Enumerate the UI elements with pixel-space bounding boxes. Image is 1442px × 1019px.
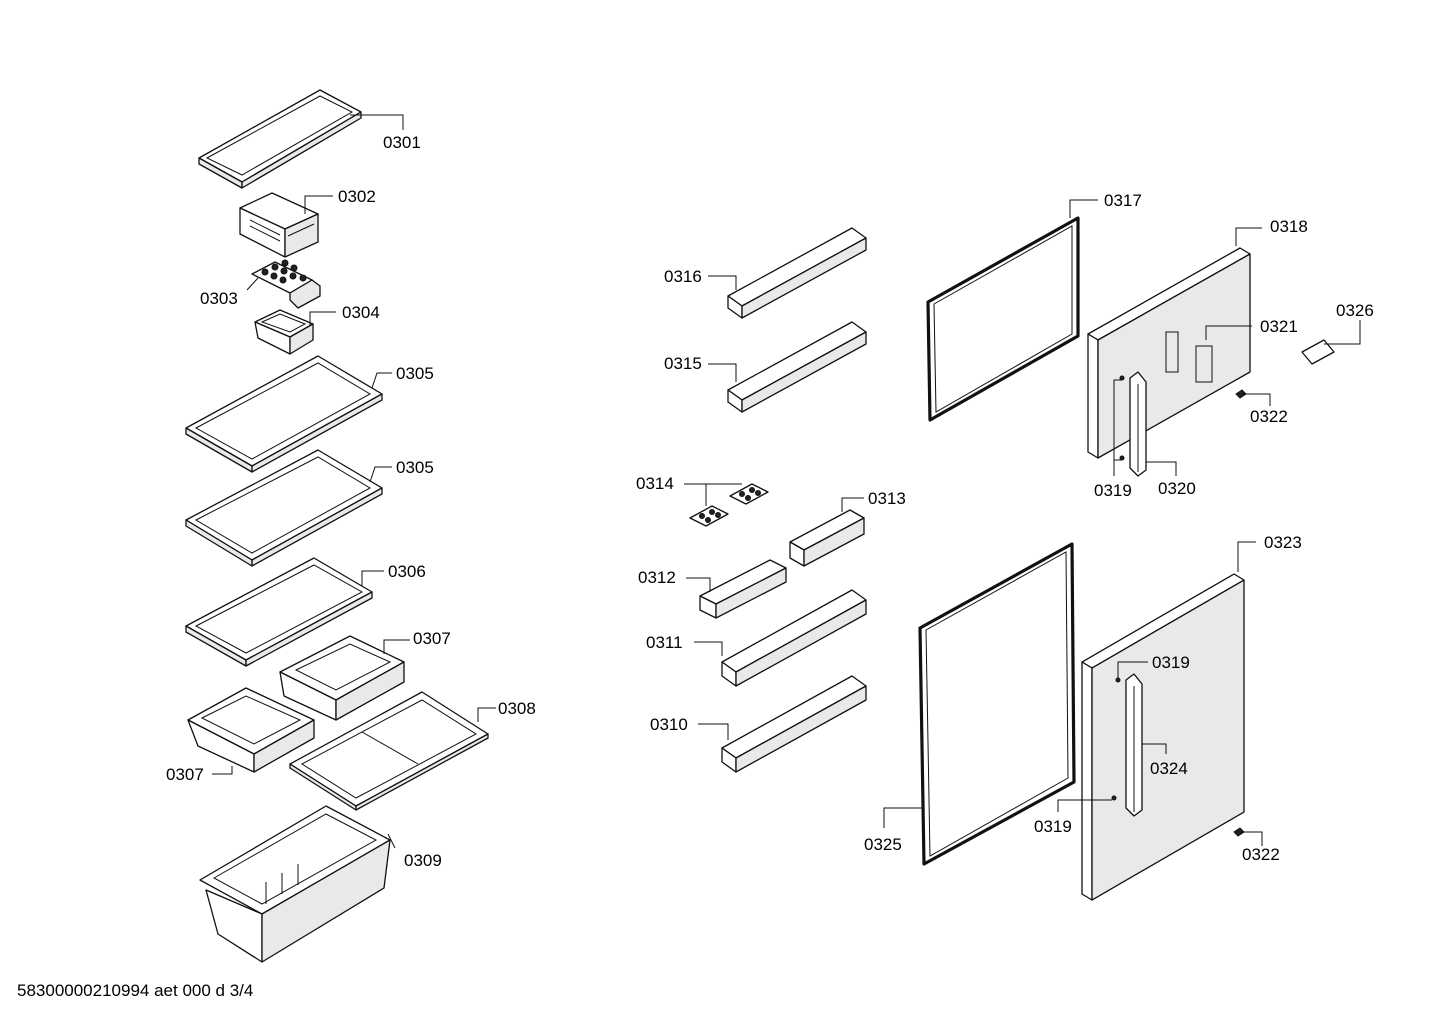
label-0326: 0326: [1336, 301, 1374, 320]
callout-0312: 0312: [638, 568, 711, 592]
label-0314: 0314: [636, 474, 674, 493]
callout-0319-lower-bottom: 0319: [1034, 799, 1112, 836]
part-0320-upper-handle: [1129, 371, 1147, 477]
callout-0309: 0309: [387, 833, 442, 870]
callout-0319-lower-top: 0319: [1117, 653, 1190, 678]
part-0302-box: [239, 192, 319, 258]
part-0313-small-bin: [789, 509, 865, 567]
part-0306-shelf: [185, 557, 373, 667]
callout-0318: 0318: [1235, 217, 1308, 246]
callout-0308: 0308: [477, 699, 536, 722]
callout-0321: 0321: [1205, 317, 1298, 340]
label-0324: 0324: [1150, 759, 1188, 778]
part-0305-shelf-upper: [185, 355, 383, 473]
callout-0322-upper: 0322: [1242, 393, 1288, 426]
callout-0307-right: 0307: [383, 629, 451, 654]
label-0304: 0304: [342, 303, 380, 322]
label-0306: 0306: [388, 562, 426, 581]
label-0303: 0303: [200, 289, 238, 308]
callout-0310: 0310: [650, 715, 729, 740]
callout-0314: 0314: [636, 474, 742, 506]
callout-0306: 0306: [361, 562, 426, 586]
callout-0316: 0316: [664, 267, 737, 290]
label-0318: 0318: [1270, 217, 1308, 236]
callout-0317: 0317: [1069, 191, 1142, 218]
part-0324-lower-handle: [1125, 673, 1143, 817]
callout-0307-left: 0307: [166, 765, 233, 784]
callout-0301: 0301: [350, 114, 421, 152]
label-0321: 0321: [1260, 317, 1298, 336]
label-0301: 0301: [383, 133, 421, 152]
label-0302: 0302: [338, 187, 376, 206]
label-0307-right: 0307: [413, 629, 451, 648]
part-0325-lower-door-gasket: [918, 542, 1076, 866]
callout-0302: 0302: [304, 187, 376, 214]
label-0311: 0311: [646, 633, 683, 652]
part-0307-drawer-right: [279, 635, 405, 721]
label-0316: 0316: [664, 267, 702, 286]
part-0301-glass-shelf: [198, 89, 362, 189]
part-0305-shelf-lower: [185, 449, 383, 567]
label-0307-left: 0307: [166, 765, 204, 784]
callout-0324: 0324: [1142, 743, 1188, 778]
callout-0325: 0325: [864, 807, 922, 854]
callout-0305-lower: 0305: [369, 458, 434, 483]
part-0314-egg-holders: [689, 483, 769, 527]
label-0310: 0310: [650, 715, 688, 734]
label-0308: 0308: [498, 699, 536, 718]
part-0304-small-tray: [254, 309, 314, 355]
part-0326-plate: [1301, 339, 1335, 365]
label-0325: 0325: [864, 835, 902, 854]
label-0320: 0320: [1158, 479, 1196, 498]
label-0322-lower: 0322: [1242, 845, 1280, 864]
part-0317-upper-door-gasket: [926, 216, 1080, 422]
callout-0322-lower: 0322: [1240, 831, 1280, 864]
part-0310-door-bin: [721, 675, 867, 773]
label-0305-upper: 0305: [396, 364, 434, 383]
part-0311-door-bin: [721, 589, 867, 687]
label-0322-upper: 0322: [1250, 407, 1288, 426]
label-0319-lower-top: 0319: [1152, 653, 1190, 672]
label-0312: 0312: [638, 568, 676, 587]
callout-0311: 0311: [646, 633, 723, 656]
label-0317: 0317: [1104, 191, 1142, 210]
callout-0320: 0320: [1146, 461, 1196, 498]
part-0318-upper-door: [1087, 247, 1251, 459]
callout-0315: 0315: [664, 354, 737, 382]
label-0323: 0323: [1264, 533, 1302, 552]
callout-0303: 0303: [200, 277, 259, 308]
part-0323-lower-door: [1081, 573, 1245, 901]
part-0308-drawer-cover: [289, 691, 489, 811]
callout-0313: 0313: [841, 489, 906, 512]
part-0312-small-bin: [699, 559, 787, 619]
label-0305-lower: 0305: [396, 458, 434, 477]
callout-0305-upper: 0305: [371, 364, 434, 389]
label-0319-upper: 0319: [1094, 481, 1132, 500]
document-id: 58300000210994 aet 000 d 3/4: [17, 981, 254, 1000]
callout-0323: 0323: [1237, 533, 1302, 572]
callout-0304: 0304: [309, 303, 380, 326]
part-0315-door-bin: [727, 321, 867, 413]
callout-0326: 0326: [1324, 301, 1374, 345]
part-0303-egg-insert: [251, 259, 321, 309]
label-0313: 0313: [868, 489, 906, 508]
callout-0319-upper: 0319: [1094, 379, 1132, 500]
label-0309: 0309: [404, 851, 442, 870]
part-0309-crisper-drawer: [199, 805, 391, 963]
part-0316-door-bin: [727, 227, 867, 319]
label-0319-lower-bottom: 0319: [1034, 817, 1072, 836]
label-0315: 0315: [664, 354, 702, 373]
part-0307-drawer-left: [187, 687, 315, 773]
